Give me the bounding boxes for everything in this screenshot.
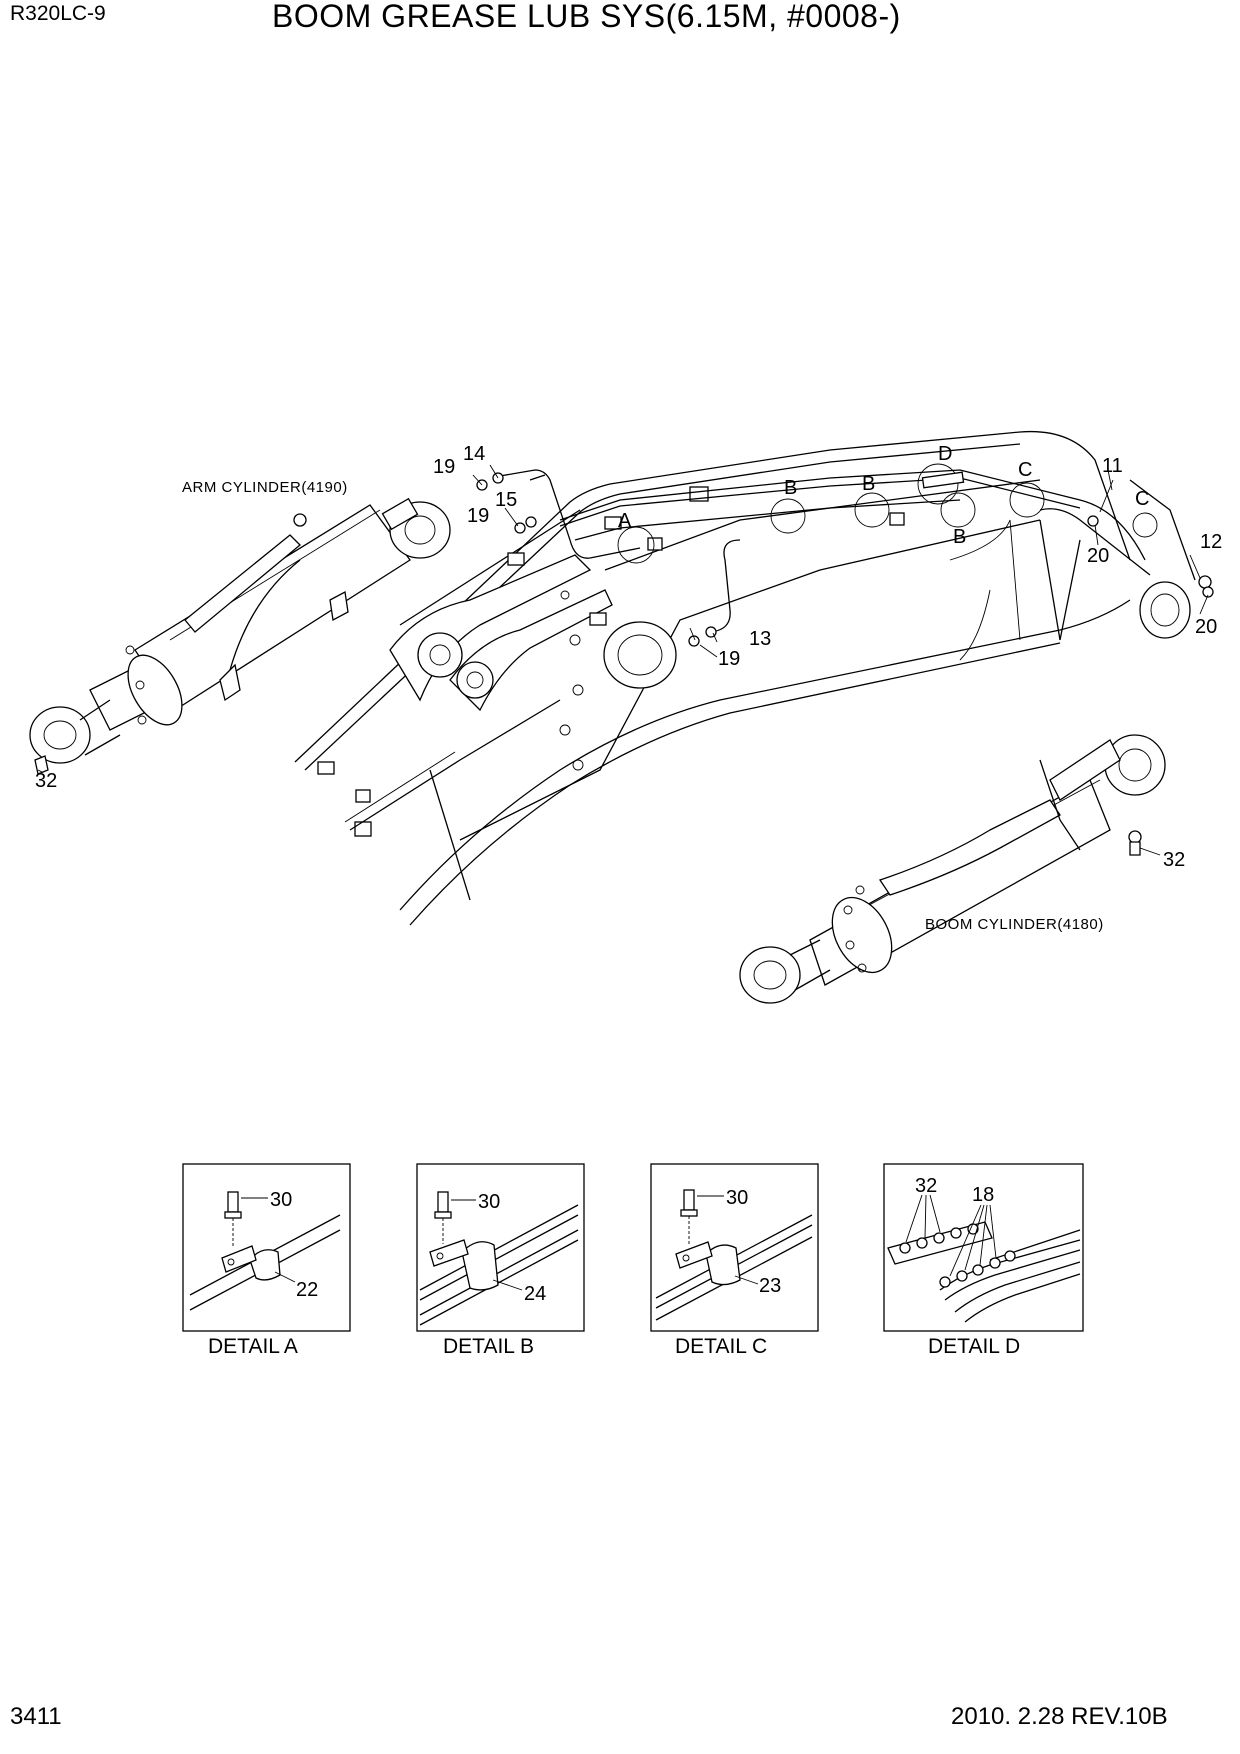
detail-b-label: DETAIL B <box>443 1335 534 1358</box>
callout-19-upper: 19 <box>433 456 455 478</box>
callout-B-center: B <box>862 473 875 495</box>
callout-32-boom: 32 <box>1163 849 1185 871</box>
detail-a-clamp-callout: 22 <box>296 1279 318 1301</box>
detail-b-bolt-callout: 30 <box>478 1191 500 1213</box>
grease-lines <box>344 469 1196 831</box>
callout-B-left: B <box>784 477 797 499</box>
detail-d: 32 18 <box>883 1163 1084 1332</box>
callout-19-middle: 19 <box>467 505 489 527</box>
callout-14: 14 <box>463 443 485 465</box>
revision-date: 2010. 2.28 REV.10B <box>951 1703 1168 1730</box>
arm-cylinder <box>29 497 451 775</box>
model-code: R320LC-9 <box>10 2 106 25</box>
detail-b: 30 24 <box>416 1163 585 1332</box>
arm-cylinder-label: ARM CYLINDER(4190) <box>182 479 348 496</box>
detail-a-bolt-callout: 30 <box>270 1189 292 1211</box>
detail-a: 30 22 <box>182 1163 351 1332</box>
callout-D: D <box>938 443 952 465</box>
callout-12: 12 <box>1200 531 1222 553</box>
page-number: 3411 <box>10 1703 62 1730</box>
boom-structure <box>294 430 1191 926</box>
detail-b-clamp-callout: 24 <box>524 1283 546 1305</box>
callout-B-right: B <box>953 526 966 548</box>
boom-cylinder <box>739 734 1166 1004</box>
detail-c-clamp-callout: 23 <box>759 1275 781 1297</box>
callout-13: 13 <box>749 628 771 650</box>
boom-cylinder-label: BOOM CYLINDER(4180) <box>925 916 1104 933</box>
callout-15: 15 <box>495 489 517 511</box>
callout-A: A <box>618 510 632 532</box>
detail-d-hose-callout: 18 <box>972 1184 994 1206</box>
detail-c-label: DETAIL C <box>675 1335 767 1358</box>
callout-20-upper: 20 <box>1087 545 1109 567</box>
callout-11: 11 <box>1102 455 1123 477</box>
callout-19-lower: 19 <box>718 648 740 670</box>
callout-20-lower: 20 <box>1195 616 1217 638</box>
page-title: BOOM GREASE LUB SYS(6.15M, #0008-) <box>272 0 901 34</box>
detail-d-label: DETAIL D <box>928 1335 1020 1358</box>
detail-d-fitting-callout: 32 <box>915 1175 937 1197</box>
detail-c: 30 23 <box>650 1163 819 1332</box>
callout-32-arm: 32 <box>35 770 57 792</box>
detail-a-label: DETAIL A <box>208 1335 298 1358</box>
callout-C-right: C <box>1135 488 1149 510</box>
callout-labels: 14 19 15 19 A B B D C 11 C B 20 12 20 13… <box>35 443 1222 933</box>
callout-C-left: C <box>1018 459 1032 481</box>
leader-lines <box>37 464 1209 856</box>
detail-markers <box>476 463 1214 647</box>
detail-c-bolt-callout: 30 <box>726 1187 748 1209</box>
